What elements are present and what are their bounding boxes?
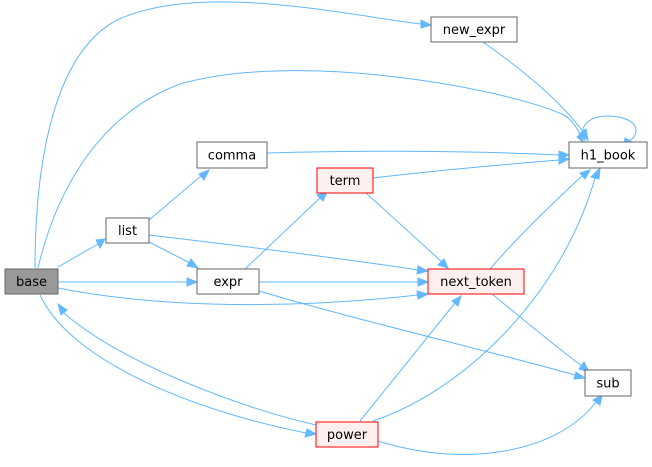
edge-term-to-h1_book [372, 155, 571, 179]
arrowhead [558, 155, 571, 165]
arrowhead [95, 238, 106, 250]
edge-base-to-next_token [57, 287, 430, 306]
edge-next_token-to-sub [491, 293, 590, 373]
arrowhead [186, 258, 200, 269]
node-label: base [16, 275, 47, 290]
node-expr[interactable]: expr [196, 268, 260, 295]
edge-line [372, 177, 596, 422]
edge-line [489, 175, 583, 270]
edge-line [582, 115, 637, 143]
edge-expr-to-sub [258, 290, 587, 380]
node-label: list [118, 224, 137, 239]
edge-power-to-next_token [359, 294, 462, 422]
node-box [316, 167, 374, 194]
node-label: comma [208, 149, 256, 164]
arrowhead [420, 19, 433, 29]
edge-power-to-h1_book [372, 166, 601, 422]
node-label: sub [596, 377, 619, 392]
arrowhead [451, 294, 462, 307]
edge-line [258, 290, 576, 376]
edge-line [57, 243, 99, 268]
edge-next_token-to-h1_book [489, 169, 592, 270]
edge-line [63, 312, 317, 426]
arrowhead [573, 371, 587, 380]
node-h1-book[interactable]: h1_book [568, 141, 648, 169]
edge-line [372, 159, 560, 179]
edge-line [377, 401, 597, 455]
node-label: next_token [440, 275, 512, 290]
arrowhead [304, 428, 318, 438]
edge-base-to-list [57, 238, 106, 268]
edge-list-to-expr [148, 241, 200, 269]
node-box [584, 369, 632, 397]
node-base[interactable]: base [4, 268, 59, 295]
edge-line [34, 1, 422, 269]
node-term[interactable]: term [316, 167, 374, 194]
arrowhead [579, 169, 592, 180]
node-box [315, 421, 379, 448]
node-box [196, 141, 268, 169]
node-box [4, 268, 59, 295]
node-label: power [327, 428, 368, 443]
edge-power-to-sub [377, 394, 603, 455]
edge-line [482, 41, 584, 133]
node-label: h1_book [581, 149, 636, 164]
edge-list-to-comma [148, 169, 211, 221]
edge-line [266, 150, 560, 156]
node-new-expr[interactable]: new_expr [430, 16, 518, 43]
arrowhead [590, 166, 601, 180]
edge-base-to-power [39, 294, 318, 438]
arrowhead [437, 258, 449, 269]
edge-line [148, 241, 191, 264]
edge-line [57, 287, 419, 306]
edge-line [39, 294, 307, 434]
node-list[interactable]: list [105, 217, 150, 244]
edge-power-to-base [57, 302, 317, 426]
edge-line [365, 192, 443, 263]
node-box [196, 268, 260, 295]
arrowhead [592, 394, 603, 406]
node-power[interactable]: power [315, 421, 379, 448]
node-box [568, 141, 648, 169]
node-label: expr [213, 275, 243, 290]
arrowhead [416, 290, 430, 300]
edge-new_expr-to-h1_book [482, 41, 589, 142]
edge-expr-to-term [244, 191, 328, 270]
edge-line [359, 302, 456, 422]
arrowhead [186, 277, 199, 287]
arrowhead [416, 265, 430, 275]
edge-line [37, 70, 582, 269]
edge-comma-to-h1_book [266, 150, 571, 160]
edge-base-to-new_expr [34, 1, 433, 269]
edge-h1_book-to-h1_book [582, 115, 637, 146]
edge-line [491, 293, 583, 367]
arrowhead [417, 277, 430, 287]
node-label: term [330, 174, 361, 189]
arrowhead [57, 302, 68, 316]
node-box [430, 16, 518, 43]
node-box [427, 268, 525, 295]
edge-list-to-next_token [148, 234, 430, 275]
edge-line [148, 175, 202, 221]
node-next-token[interactable]: next_token [427, 268, 525, 295]
node-box [105, 217, 150, 244]
edge-base-to-expr [58, 277, 199, 287]
node-label: new_expr [443, 23, 506, 38]
node-sub[interactable]: sub [584, 369, 632, 397]
node-comma[interactable]: comma [196, 141, 268, 169]
edge-expr-to-next_token [259, 277, 430, 287]
arrowhead [198, 169, 211, 181]
edge-line [244, 197, 321, 270]
edge-line [148, 234, 419, 271]
edge-term-to-next_token [365, 192, 449, 269]
